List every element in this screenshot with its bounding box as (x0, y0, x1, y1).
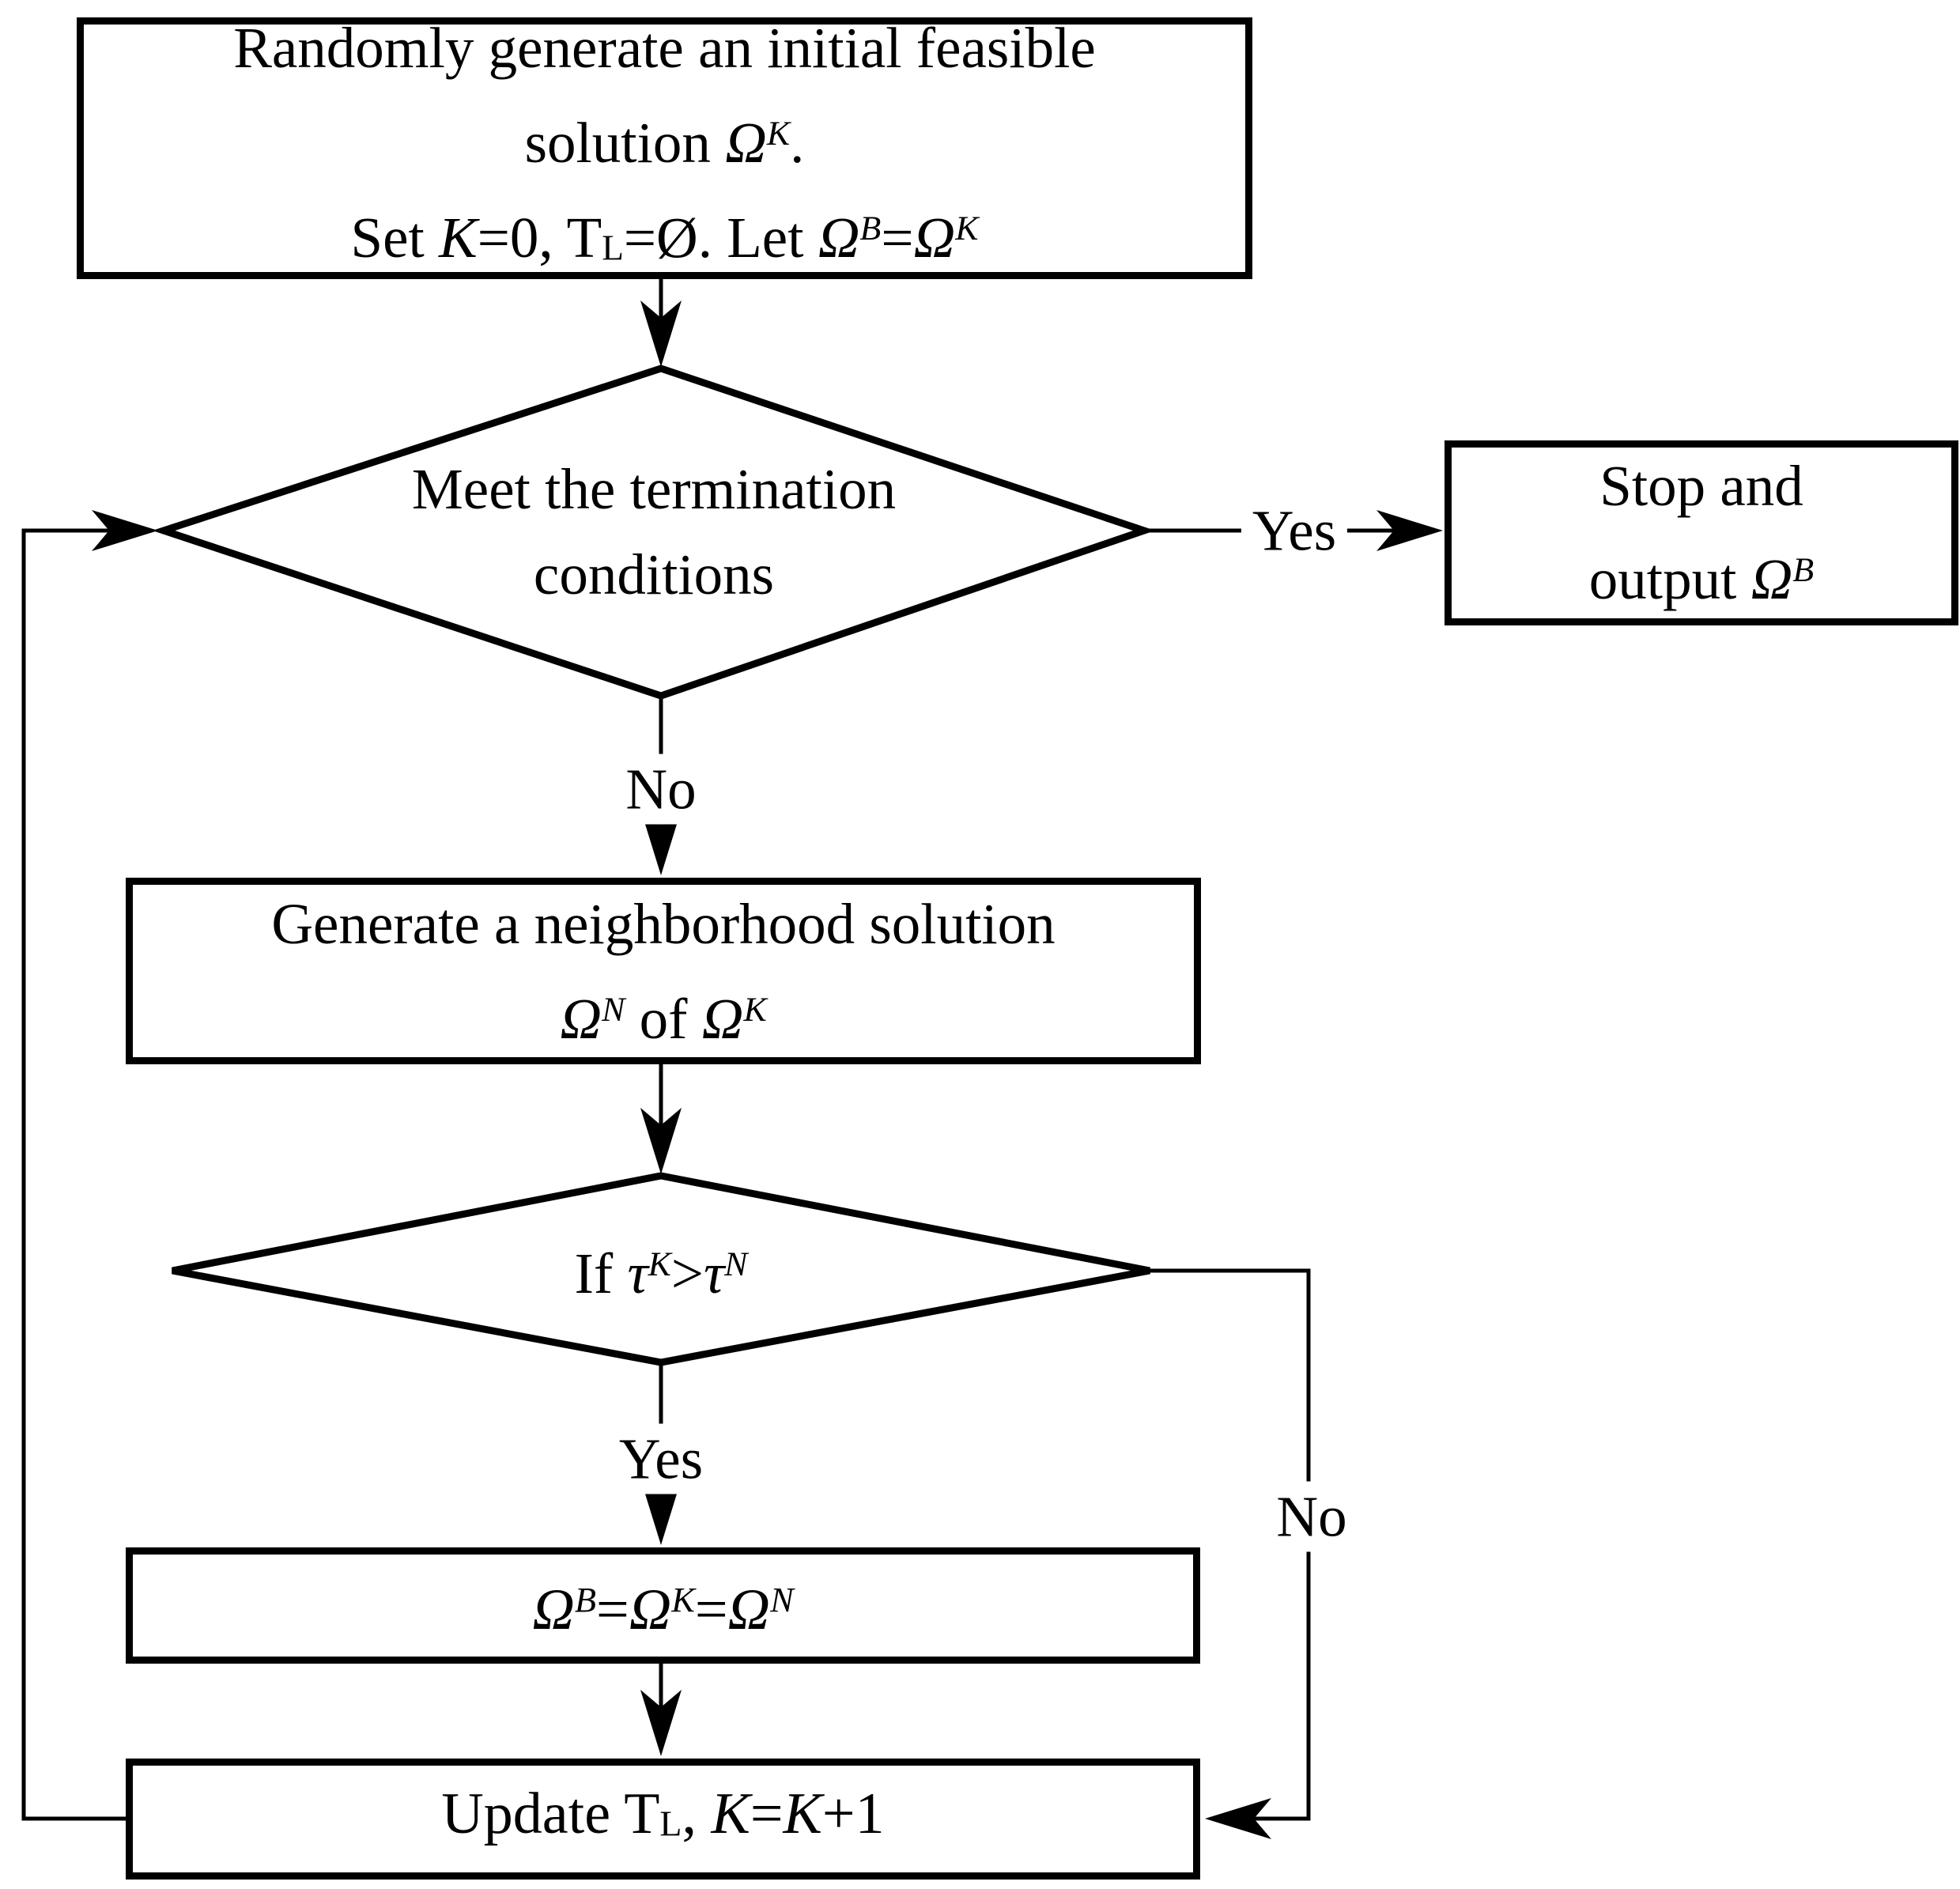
assign-node: ΩB=ΩK=ΩN (126, 1547, 1200, 1664)
stop-node-line1: Stop and (1599, 454, 1803, 519)
arrowhead-down-update (640, 1690, 682, 1756)
start-node: Randomly generate an initial feasible so… (77, 16, 1252, 279)
tau-no-label: No (1265, 1481, 1358, 1552)
stop-node: Stop and output ΩB (1445, 440, 1958, 625)
update-node: Update TL, K=K+1 (126, 1759, 1200, 1880)
arrowhead-down-neighborhood (640, 809, 682, 875)
arrowhead-left-update (1205, 1798, 1271, 1839)
tau-yes-label: Yes (607, 1423, 715, 1494)
arrowhead-down-termination (640, 300, 682, 367)
start-node-line2: solution ΩK. (524, 111, 805, 176)
stop-node-line2: output ΩB (1588, 546, 1815, 611)
termination-diamond-shape (152, 365, 1156, 700)
update-node-line1: Update TL, K=K+1 (441, 1781, 885, 1847)
start-node-line1: Randomly generate an initial feasible (233, 16, 1096, 81)
assign-node-line1: ΩB=ΩK=ΩN (532, 1577, 794, 1643)
arrowhead-right-stop (1377, 510, 1443, 551)
termination-no-label: No (614, 754, 708, 825)
neighborhood-node-line1: Generate a neighborhood solution (271, 891, 1056, 956)
arrowhead-down-assign (640, 1479, 682, 1545)
edge-update-to-termination-loop (21, 528, 146, 1821)
start-node-line3: Set K=0, TL=Ø. Let ΩB=ΩK (350, 206, 979, 270)
tau-diamond-shape (172, 1172, 1150, 1366)
arrowhead-down-tau (640, 1108, 682, 1174)
termination-yes-label: Yes (1241, 495, 1348, 566)
neighborhood-node: Generate a neighborhood solution ΩN of Ω… (126, 878, 1201, 1064)
neighborhood-node-line2: ΩN of ΩK (560, 986, 767, 1051)
arrowhead-right-termination (92, 510, 158, 551)
